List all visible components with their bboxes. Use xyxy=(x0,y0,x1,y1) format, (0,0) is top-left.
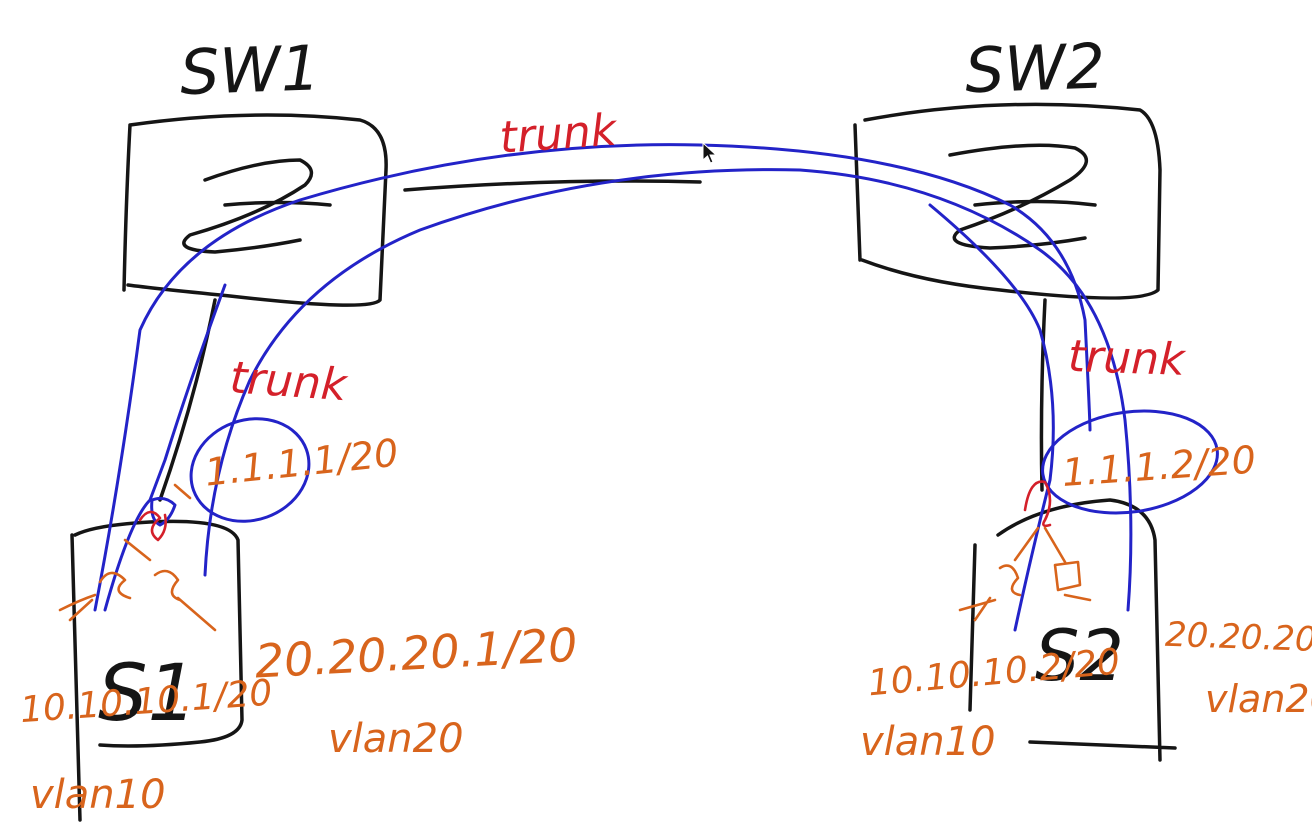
s1-interface-mark xyxy=(150,496,177,527)
switch-sw2: SW2 xyxy=(853,29,1162,492)
server-s2: S2 xyxy=(968,498,1177,762)
trunk-path-s1-left xyxy=(103,283,227,612)
mouse-pointer-icon xyxy=(702,141,718,164)
s2-vlan20-label: vlan20 xyxy=(1205,677,1312,721)
s1-uplink-ellipse xyxy=(189,417,311,523)
s2-annotations: 1.1.1.2/20 10.10.10.2/20 vlan10 20.20.20… xyxy=(860,438,1312,765)
s1-port-mark xyxy=(138,510,167,542)
switch-sw1: SW1 xyxy=(122,31,388,502)
s2-box xyxy=(968,498,1177,762)
sw2-box xyxy=(853,102,1162,300)
s2-vlan10-label: vlan10 xyxy=(860,719,996,765)
s1-vlan20-label: vlan20 xyxy=(328,716,464,762)
sw2-label: SW2 xyxy=(964,29,1107,107)
left-trunk-label: trunk xyxy=(228,352,349,411)
server-s1: S1 xyxy=(70,519,244,822)
s1-annotations: 1.1.1.1/20 10.10.10.1/20 vlan10 20.20.20… xyxy=(19,431,579,818)
sw1-sw2-link xyxy=(403,179,702,192)
sw1-z-symbol xyxy=(182,158,314,254)
s2-port-mark xyxy=(1023,480,1052,528)
s2-uplink-ip: 1.1.1.2/20 xyxy=(1061,438,1258,495)
s2-port-sketch xyxy=(958,526,1092,622)
sw1-z-stroke xyxy=(223,200,332,207)
trunk-path-outer xyxy=(93,143,1092,612)
trunk-paths xyxy=(93,143,1219,632)
s1-vlan10-ip: 10.10.10.1/20 xyxy=(19,673,274,732)
trunk-path-inner xyxy=(203,168,1133,612)
sw1-box xyxy=(122,113,388,307)
s2-label: S2 xyxy=(1035,615,1124,697)
s1-box xyxy=(70,519,244,822)
s1-label: S1 xyxy=(98,649,197,739)
s1-port-sketch xyxy=(58,483,217,632)
trunk-path-s2-left xyxy=(928,203,1055,632)
s2-vlan20-ip: 20.20.20.2/20 xyxy=(1164,615,1312,663)
sw2-z-symbol xyxy=(948,143,1088,250)
trunk-labels: trunk trunk trunk xyxy=(138,105,1187,542)
s1-vlan20-ip: 20.20.20.1/20 xyxy=(254,618,579,689)
sw1-label: SW1 xyxy=(179,31,322,109)
s1-vlan10-label: vlan10 xyxy=(30,772,166,818)
right-trunk-label: trunk xyxy=(1067,331,1187,386)
top-trunk-label: trunk xyxy=(498,105,619,164)
sw2-z-stroke xyxy=(973,199,1097,207)
s2-uplink-ellipse xyxy=(1041,409,1219,515)
s1-uplink-ip: 1.1.1.1/20 xyxy=(203,431,401,495)
